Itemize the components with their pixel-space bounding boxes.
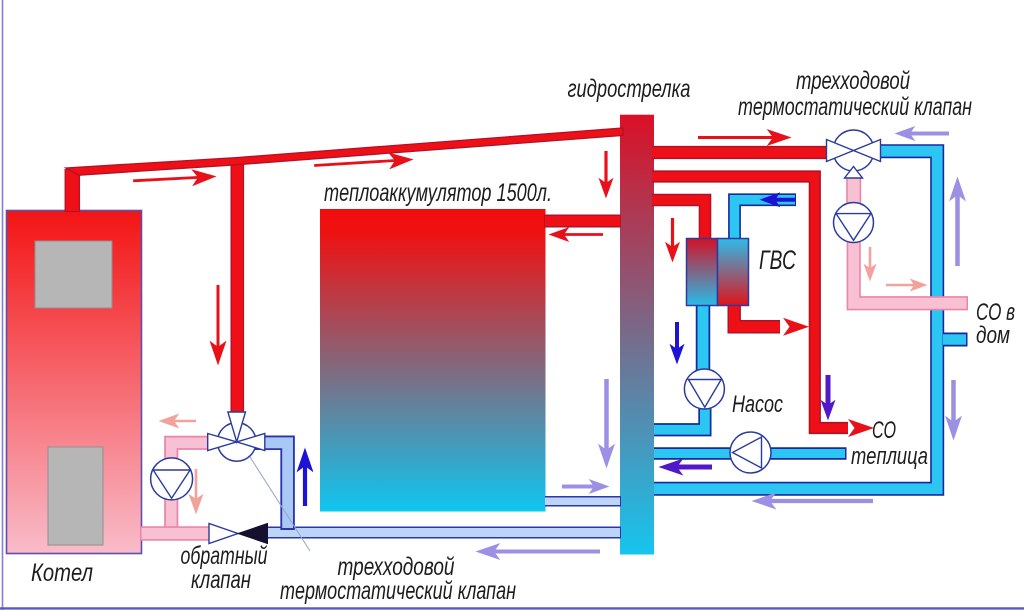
svg-text:дом: дом (976, 322, 1010, 349)
svg-text:трехходовой: трехходовой (796, 67, 910, 95)
svg-text:СО: СО (872, 417, 896, 444)
svg-text:теплица: теплица (851, 443, 928, 470)
svg-text:Насос: Насос (732, 391, 783, 418)
svg-text:гидрострелка: гидрострелка (568, 75, 691, 103)
svg-text:Котел: Котел (31, 559, 93, 587)
svg-text:обратный: обратный (181, 542, 268, 570)
svg-text:трехходовой: трехходовой (338, 553, 455, 581)
svg-text:термостатический клапан: термостатический клапан (280, 577, 516, 605)
svg-text:теплоаккумулятор 1500л.: теплоаккумулятор 1500л. (324, 179, 552, 207)
svg-text:клапан: клапан (191, 566, 251, 594)
svg-text:СО в: СО в (976, 299, 1015, 326)
svg-text:термостатический клапан: термостатический клапан (738, 93, 972, 121)
svg-text:ГВС: ГВС (759, 245, 796, 275)
